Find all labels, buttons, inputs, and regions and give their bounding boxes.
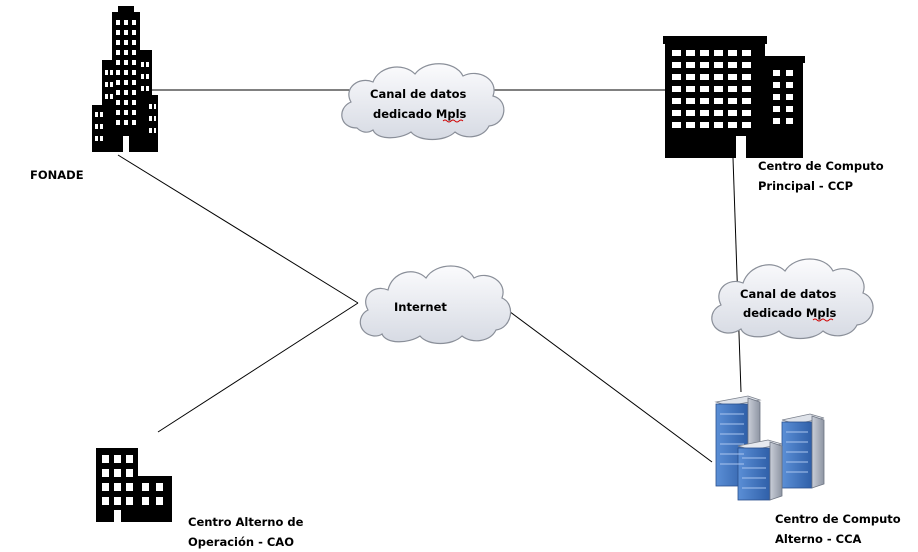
cloud-top-line2-prefix: dedicado [373,107,436,121]
svg-text:Canal de datos: Canal de datos [370,87,467,101]
cca-label-line2: Alterno - CCA [775,532,862,546]
link-internet-cca [497,302,713,463]
cloud-internet-label: Internet [394,300,447,314]
svg-text:dedicado Mpls: dedicado Mpls [743,306,837,320]
cloud-right-line1: Canal de datos [740,287,837,301]
server-cluster-icon [714,395,825,501]
svg-text:Internet: Internet [394,300,447,314]
fonade-label: FONADE [30,168,84,182]
cloud-right-line2-prefix: dedicado [743,306,806,320]
ccp-label: Centro de Computo Principal - CCP [758,156,884,196]
cloud-right-line2-word: Mpls [806,306,837,320]
svg-text:dedicado Mpls: dedicado Mpls [373,107,467,121]
cao-label: Centro Alterno de Operación - CAO [188,512,303,552]
link-cao-internet [157,302,359,433]
ccp-label-line1: Centro de Computo [758,159,884,173]
cao-label-line1: Centro Alterno de [188,515,304,529]
office-building-icon [663,36,805,158]
ccp-label-line2: Principal - CCP [758,179,854,193]
cca-label-line1: Centro de Computo [775,512,901,526]
cloud-internet: Internet [359,265,512,345]
svg-text:Canal de datos: Canal de datos [740,287,837,301]
cloud-mpls-right: Canal de datos dedicado Mpls [711,258,874,340]
cloud-mpls-top: Canal de datos dedicado Mpls [341,63,505,141]
small-building-icon [96,448,172,522]
link-ccp-cca [732,157,742,393]
cao-label-line2: Operación - CAO [188,535,294,549]
cloud-top-line2-word: Mpls [436,107,467,121]
link-fonade-internet [117,154,359,304]
cloud-top-line1: Canal de datos [370,87,467,101]
cca-label: Centro de Computo Alterno - CCA [775,509,901,549]
skyscraper-icon [92,6,158,152]
